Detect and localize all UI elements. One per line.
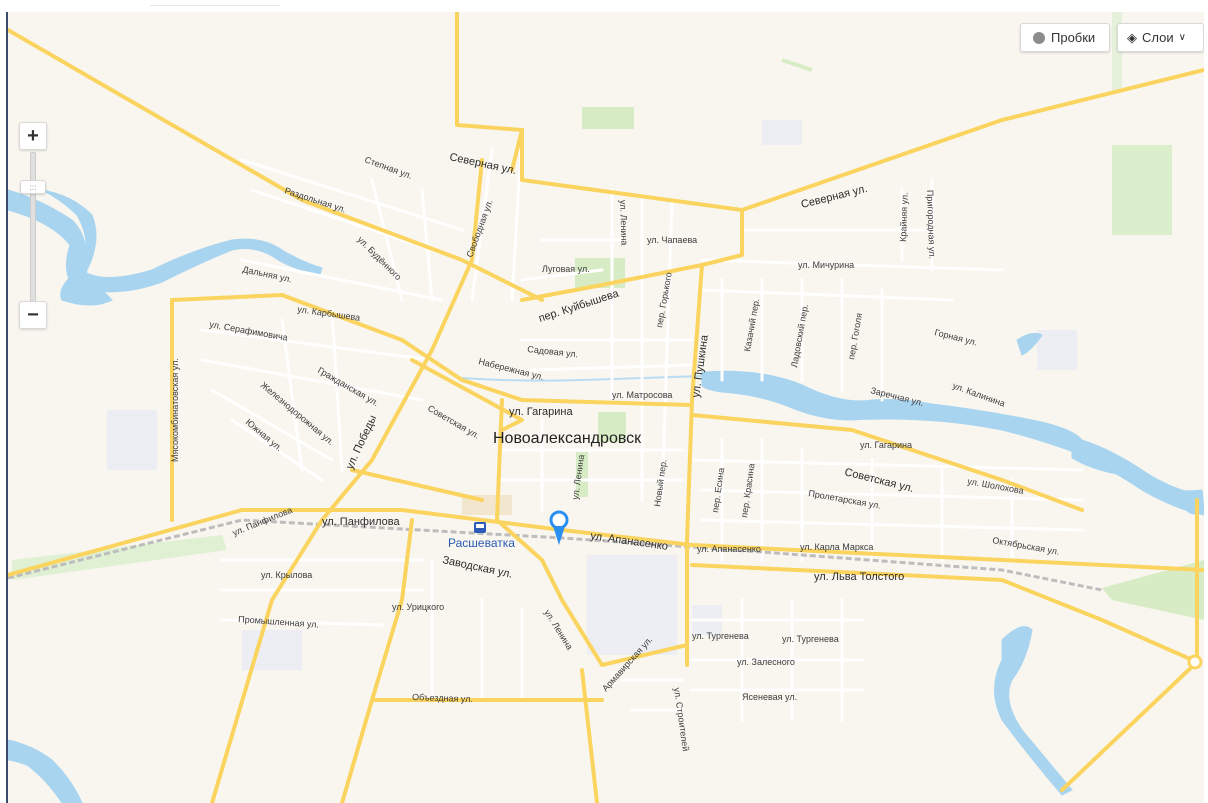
label-apanasenko-east: ул. Апанасенко <box>697 544 761 554</box>
label-myasokombinatovskaya: Мясокомбинатовская ул. <box>170 358 180 462</box>
label-sovetskaya-east: Советская ул. <box>843 466 915 495</box>
label-chapaeva: ул. Чапаева <box>647 235 697 245</box>
lake-east <box>1071 439 1204 515</box>
label-zavodskaya: Заводская ул. <box>441 554 513 581</box>
green-park-3 <box>576 452 588 497</box>
layers-label: Слои <box>1142 30 1174 45</box>
label-severnaya: Северная ул. <box>448 151 517 177</box>
label-gagarina-east: ул. Гагарина <box>860 440 912 450</box>
industrial-areas <box>107 120 1077 670</box>
industrial-2 <box>762 120 802 145</box>
label-ladovskiy: Ладовский пер. <box>789 303 810 368</box>
label-turgeneva-east: ул. Тургенева <box>782 634 839 644</box>
label-kalinina: ул. Калинина <box>951 380 1006 408</box>
label-lugovaya: Луговая ул. <box>542 264 590 274</box>
layers-icon: ◈ <box>1127 29 1137 45</box>
label-yasenevaya: Ясеневая ул. <box>742 692 797 702</box>
label-kazachiy: Казачий пер. <box>742 298 761 353</box>
roundabout <box>1187 654 1203 670</box>
label-lva-tolstogo: ул. Льва Толстого <box>814 571 904 583</box>
minor-streets <box>200 128 1084 722</box>
label-gogolya: пер. Гоголя <box>846 312 864 360</box>
river-east <box>701 370 1204 516</box>
green-strip-west <box>12 535 227 580</box>
industrial-1 <box>587 555 677 655</box>
label-kraynyaya: Крайняя ул. <box>898 192 910 242</box>
label-yuzhnaya: Южная ул. <box>244 417 285 453</box>
label-karla-marksa: ул. Карла Маркса <box>800 542 873 552</box>
label-novyy: Новый пер. <box>652 459 669 508</box>
zoom-out-button[interactable]: − <box>19 301 47 329</box>
label-zalesnogo: ул. Залесного <box>737 657 795 667</box>
map-canvas[interactable]: Северная ул. Северная ул. Степная ул. Ра… <box>6 12 1204 803</box>
label-uritskogo: ул. Урицкого <box>392 602 444 612</box>
green-field-1 <box>1112 145 1172 235</box>
label-gorkogo: пер. Горького <box>654 271 674 328</box>
green-areas <box>12 12 1204 620</box>
pond-1 <box>1016 332 1043 356</box>
traffic-label: Пробки <box>1051 30 1096 45</box>
traffic-button[interactable]: Пробки <box>1020 23 1110 52</box>
label-turgeneva: ул. Тургенева <box>692 631 749 641</box>
label-apanasenko: ул. Апанасенко <box>590 530 669 553</box>
label-oktyabrskaya: Октябрьская ул. <box>992 535 1061 557</box>
location-pin-icon[interactable] <box>549 493 569 545</box>
label-serafimovicha: ул. Серафимовича <box>209 319 289 343</box>
river-southwest <box>8 739 83 803</box>
traffic-icon <box>1033 31 1045 44</box>
station-marker[interactable]: Расшеватка <box>448 522 515 550</box>
industrial-4 <box>107 410 157 470</box>
label-matrosova: ул. Матросова <box>612 390 672 400</box>
label-stroiteley: ул. Строителей <box>672 687 691 752</box>
station-label: Расшеватка <box>448 536 515 550</box>
label-obezdnaya: Объездная ул. <box>412 692 473 704</box>
label-gornaya: Горная ул. <box>934 327 979 347</box>
label-promyshlennaya: Промышленная ул. <box>238 614 320 630</box>
label-michurina: ул. Мичурина <box>798 260 854 270</box>
tab-outline <box>150 0 280 6</box>
label-grazhdanskaya: Гражданская ул. <box>316 365 380 408</box>
green-field-2 <box>1112 12 1122 92</box>
zoom-slider-handle[interactable]: ::: <box>20 180 46 194</box>
label-stepnaya: Степная ул. <box>363 154 413 180</box>
industrial-3 <box>1037 330 1077 370</box>
green-field-3 <box>582 107 634 129</box>
label-gagarina-west: ул. Гагарина <box>509 406 573 418</box>
label-prigorodnaya: Пригородная ул. <box>925 190 937 259</box>
city-name-label: Новоалександровск <box>493 430 642 447</box>
map-svg: Северная ул. Северная ул. Степная ул. Ра… <box>8 12 1204 803</box>
label-pobedy: ул. Победы <box>344 413 380 471</box>
layers-button[interactable]: ◈ Слои ∨ <box>1117 23 1204 52</box>
green-park-2 <box>598 412 626 442</box>
chevron-down-icon: ∨ <box>1178 32 1186 43</box>
railway <box>8 518 1103 592</box>
zoom-in-button[interactable]: + <box>19 122 47 150</box>
lake-west <box>41 189 113 306</box>
browser-top-strip <box>0 0 1208 12</box>
green-strip-east <box>1102 560 1204 620</box>
label-panfilova: ул. Панфилова <box>322 516 400 528</box>
green-line-1 <box>781 58 813 72</box>
label-sovetskaya-west: Советская ул. <box>426 403 481 441</box>
label-sadovaya: Садовая ул. <box>527 344 579 359</box>
label-krylova: ул. Крылова <box>261 570 312 580</box>
zoom-slider-track[interactable] <box>30 152 36 304</box>
water <box>8 189 1204 803</box>
label-lenina-north: ул. Ленина <box>618 200 630 246</box>
label-karbysheva: ул. Карбышева <box>297 304 361 323</box>
river-southeast <box>994 626 1073 796</box>
label-naberezhnaya: Набережная ул. <box>478 356 545 382</box>
label-budyonnogo: ул. Будённого <box>356 234 404 282</box>
